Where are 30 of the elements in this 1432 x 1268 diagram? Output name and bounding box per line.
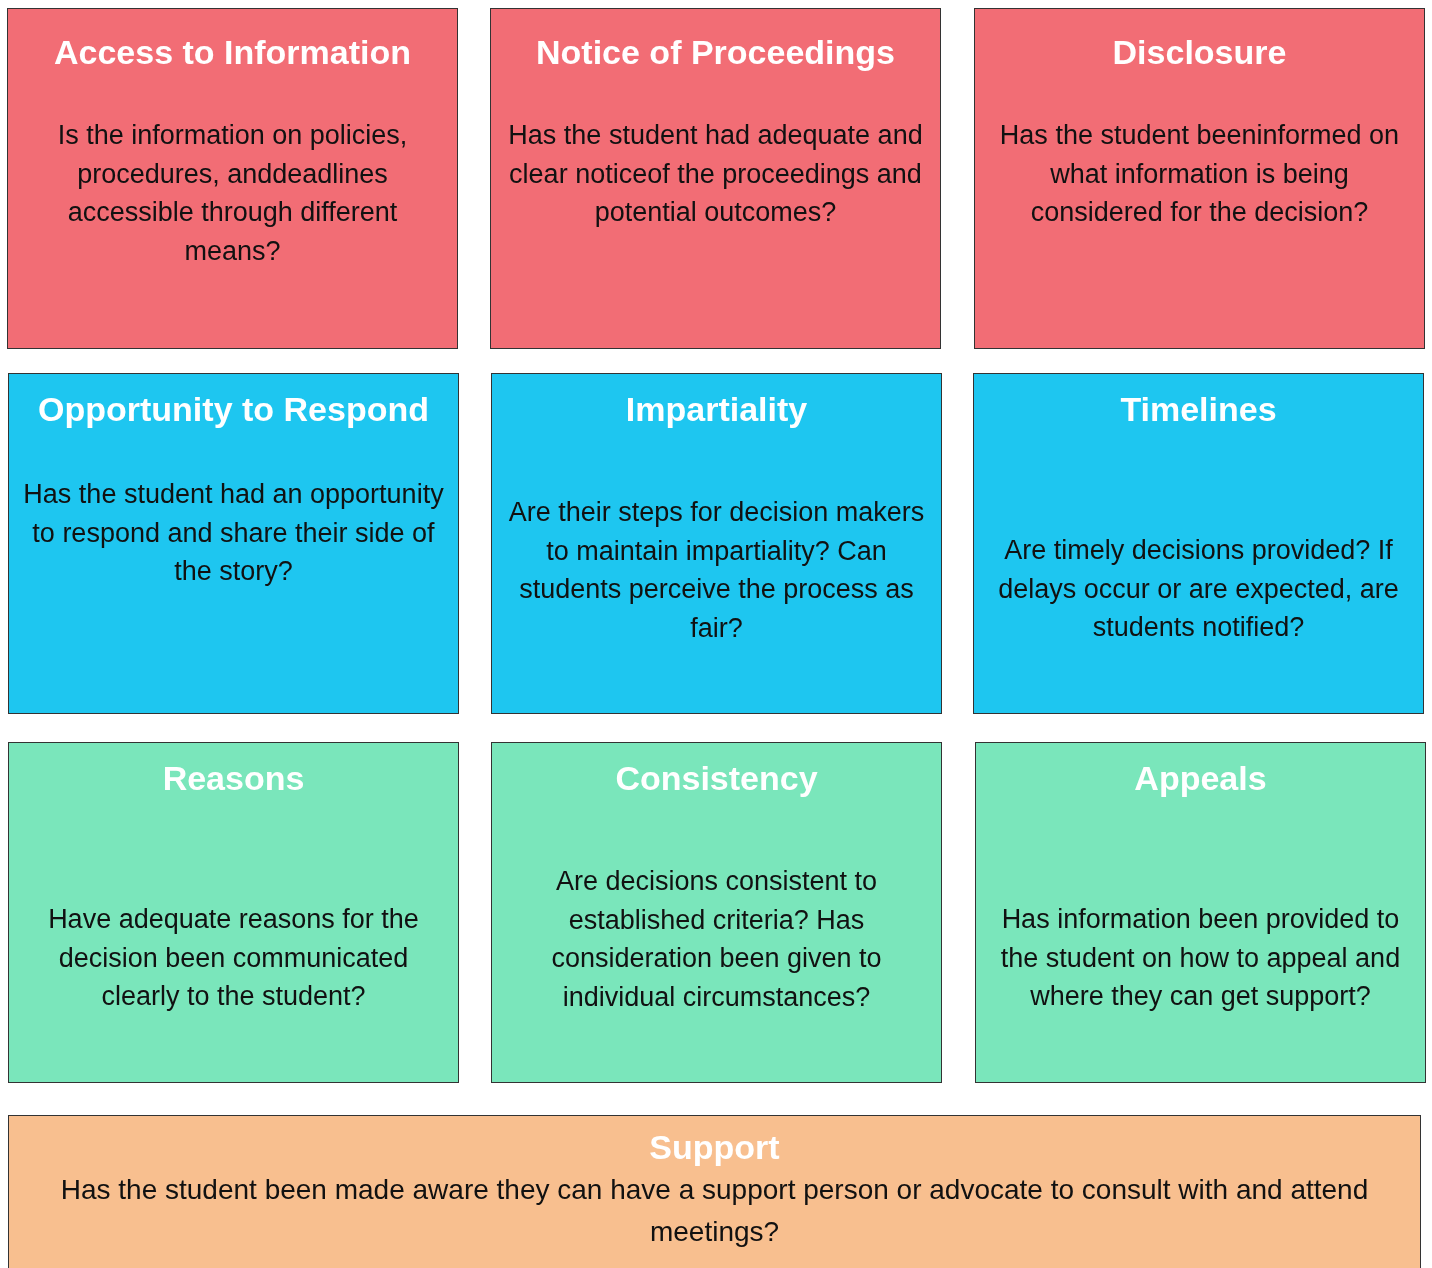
card-heading: Notice of Proceedings [535, 32, 896, 73]
card-question: Are decisions consistent to established criteria? Has consideration been given to individual circumstances? [550, 865, 883, 1014]
category-card [975, 742, 1426, 1083]
card-heading: Appeals [1133, 758, 1268, 799]
card-question: Has the student been made aware they can have a support person or advocate to consult with and attend meetings? [59, 1173, 1370, 1249]
card-question: Has the student had an opportunity to respond and share their side of the story? [23, 478, 444, 588]
card-heading: Impartiality [624, 389, 809, 430]
card-heading: Opportunity to Respond [37, 389, 430, 430]
category-card [8, 373, 459, 714]
category-card [8, 1115, 1421, 1268]
card-question: Has the student beeninformed on what information is being considered for the decision? [998, 119, 1401, 229]
category-card [974, 8, 1425, 349]
category-card [491, 742, 942, 1083]
category-card [8, 742, 459, 1083]
category-card [7, 8, 458, 349]
card-question: Has information been provided to the student on how to appeal and where they can get support? [999, 903, 1402, 1013]
card-heading: Reasons [161, 758, 306, 799]
card-heading: Consistency [614, 758, 819, 799]
category-card [490, 8, 941, 349]
card-heading: Support [648, 1127, 781, 1168]
card-heading: Timelines [1119, 389, 1278, 430]
card-question: Are timely decisions provided? If delays occur or are expected, are students notified? [997, 534, 1400, 644]
card-question: Have adequate reasons for the decision been communicated clearly to the student? [47, 903, 420, 1013]
card-question: Is the information on policies, procedures, anddeadlines accessible through different means? [56, 119, 409, 268]
category-card [491, 373, 942, 714]
card-heading: Access to Information [52, 32, 413, 73]
card-question: Are their steps for decision makers to maintain impartiality? Can students perceive the process as fair? [507, 496, 926, 645]
category-card [973, 373, 1424, 714]
card-question: Has the student had adequate and clear noticeof the proceedings and potential outcomes? [507, 119, 924, 229]
card-heading: Disclosure [1111, 32, 1288, 73]
